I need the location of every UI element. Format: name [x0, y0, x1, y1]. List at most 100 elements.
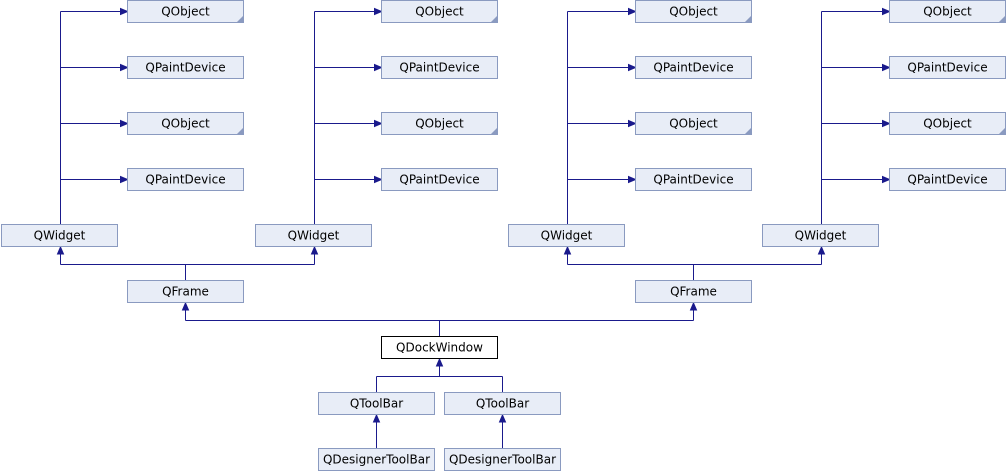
arrowhead-icon [817, 245, 826, 255]
truncated-corner-icon [236, 127, 244, 135]
arrowhead-icon [498, 413, 507, 423]
class-label: QToolBar [350, 397, 403, 411]
class-node-qframe-f1[interactable]: QFrame [127, 280, 244, 303]
class-node-qpaintdevice-pd7[interactable]: QPaintDevice [889, 56, 1006, 79]
arrowhead-icon [628, 175, 637, 184]
class-box [381, 168, 498, 191]
class-label: QPaintDevice [907, 173, 987, 187]
arrowhead-icon [882, 63, 891, 72]
class-box [1, 224, 118, 247]
arrowhead-icon [120, 119, 129, 128]
class-node-qobject-obj6[interactable]: QObject [635, 112, 752, 135]
arrowhead-icon [628, 63, 637, 72]
arrowhead-icon [374, 175, 383, 184]
inheritance-edges [56, 7, 891, 448]
class-node-qobject-obj7[interactable]: QObject [889, 0, 1006, 23]
class-node-qwidget-w3[interactable]: QWidget [508, 224, 625, 247]
truncated-corner-icon [744, 15, 752, 23]
class-box [381, 112, 498, 135]
class-label: QObject [161, 117, 210, 131]
class-label: QObject [669, 5, 718, 19]
truncated-corner-icon [490, 127, 498, 135]
class-label: QObject [415, 5, 464, 19]
class-box [762, 224, 879, 247]
class-label: QObject [923, 5, 972, 19]
arrowhead-icon [374, 7, 383, 16]
class-node-qtoolbar-tb1[interactable]: QToolBar [318, 392, 435, 415]
class-node-qpaintdevice-pd6[interactable]: QPaintDevice [635, 168, 752, 191]
class-node-qwidget-w1[interactable]: QWidget [1, 224, 118, 247]
arrowhead-icon [120, 175, 129, 184]
arrowhead-icon [628, 119, 637, 128]
truncated-corner-icon [998, 127, 1006, 135]
class-node-qdockwindow-dock[interactable]: QDockWindow [381, 336, 498, 359]
class-box [444, 392, 561, 415]
class-box [318, 392, 435, 415]
arrowhead-icon [120, 63, 129, 72]
class-node-qobject-obj2[interactable]: QObject [127, 112, 244, 135]
class-box [127, 112, 244, 135]
arrowhead-icon [120, 7, 129, 16]
class-node-qobject-obj5[interactable]: QObject [635, 0, 752, 23]
truncated-corner-icon [998, 15, 1006, 23]
class-node-qframe-f2[interactable]: QFrame [635, 280, 752, 303]
class-box [127, 56, 244, 79]
class-box [508, 224, 625, 247]
arrowhead-icon [310, 245, 319, 255]
class-box [127, 280, 244, 303]
arrowhead-icon [882, 7, 891, 16]
class-node-qpaintdevice-pd5[interactable]: QPaintDevice [635, 56, 752, 79]
class-label: QObject [161, 5, 210, 19]
class-label: QPaintDevice [653, 173, 733, 187]
class-label: QWidget [795, 229, 847, 243]
class-label: QDockWindow [396, 341, 483, 355]
class-label: QDesignerToolBar [449, 453, 556, 467]
class-box [635, 0, 752, 23]
class-node-qobject-obj3[interactable]: QObject [381, 0, 498, 23]
class-node-qwidget-w2[interactable]: QWidget [255, 224, 372, 247]
class-box [635, 280, 752, 303]
class-node-qpaintdevice-pd2[interactable]: QPaintDevice [127, 168, 244, 191]
class-box [127, 168, 244, 191]
class-label: QPaintDevice [145, 61, 225, 75]
arrowhead-icon [56, 245, 65, 255]
class-node-qtoolbar-tb2[interactable]: QToolBar [444, 392, 561, 415]
arrowhead-icon [563, 245, 572, 255]
class-node-qpaintdevice-pd4[interactable]: QPaintDevice [381, 168, 498, 191]
class-label: QPaintDevice [145, 173, 225, 187]
class-node-qpaintdevice-pd8[interactable]: QPaintDevice [889, 168, 1006, 191]
class-node-qwidget-w4[interactable]: QWidget [762, 224, 879, 247]
class-box [381, 0, 498, 23]
class-box [381, 336, 498, 359]
class-label: QPaintDevice [399, 61, 479, 75]
class-box [444, 448, 561, 471]
arrowhead-icon [689, 301, 698, 311]
arrowhead-icon [435, 357, 444, 367]
class-label: QWidget [34, 229, 86, 243]
class-node-qdesignertoolbar-dtb2[interactable]: QDesignerToolBar [444, 448, 561, 471]
class-node-qpaintdevice-pd1[interactable]: QPaintDevice [127, 56, 244, 79]
class-box [381, 56, 498, 79]
truncated-corner-icon [490, 15, 498, 23]
class-node-qpaintdevice-pd3[interactable]: QPaintDevice [381, 56, 498, 79]
class-label: QPaintDevice [653, 61, 733, 75]
arrowhead-icon [181, 301, 190, 311]
truncated-corner-icon [744, 127, 752, 135]
truncated-corner-icon [236, 15, 244, 23]
class-node-qobject-obj4[interactable]: QObject [381, 112, 498, 135]
arrowhead-icon [374, 119, 383, 128]
class-label: QFrame [670, 285, 717, 299]
class-label: QObject [923, 117, 972, 131]
class-label: QPaintDevice [907, 61, 987, 75]
class-node-qobject-obj1[interactable]: QObject [127, 0, 244, 23]
class-node-qdesignertoolbar-dtb1[interactable]: QDesignerToolBar [318, 448, 435, 471]
class-label: QWidget [288, 229, 340, 243]
class-node-qobject-obj8[interactable]: QObject [889, 112, 1006, 135]
class-box [318, 448, 435, 471]
arrowhead-icon [374, 63, 383, 72]
class-label: QFrame [162, 285, 209, 299]
class-label: QPaintDevice [399, 173, 479, 187]
class-label: QToolBar [476, 397, 529, 411]
